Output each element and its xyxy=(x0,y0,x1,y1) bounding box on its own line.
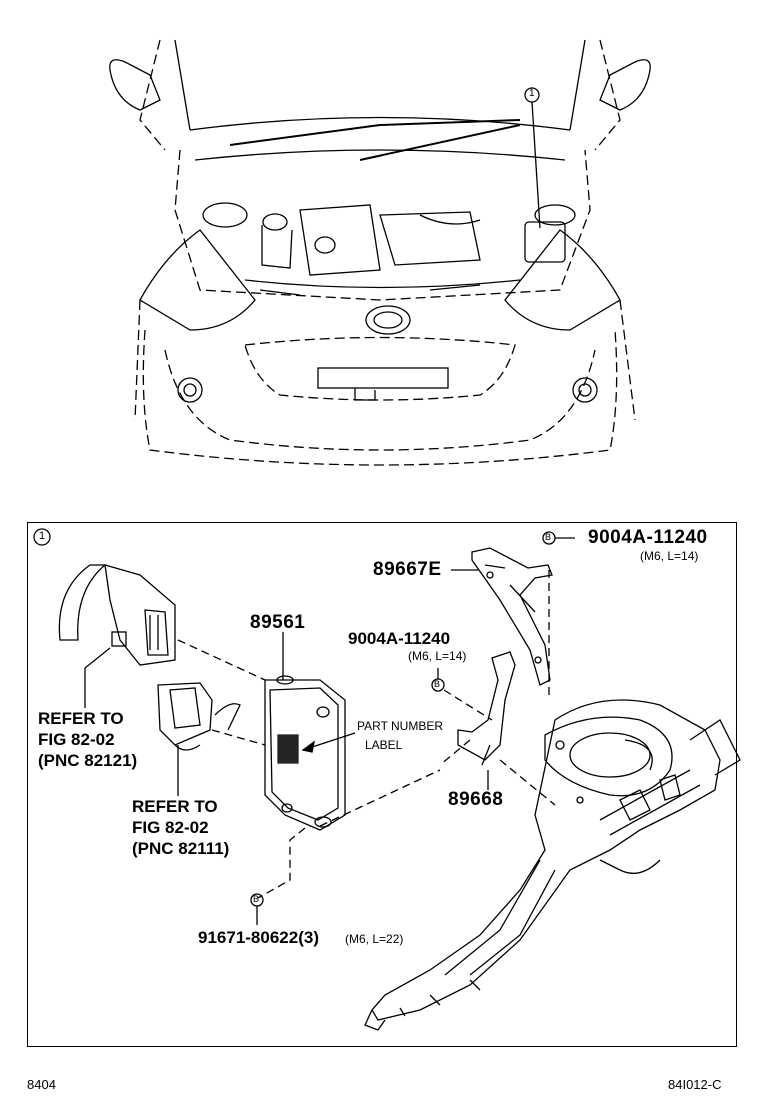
bracket-89668 xyxy=(457,651,516,766)
label-refer1-line3: (PNC 82121) xyxy=(38,751,138,770)
footer-left-code: 8404 xyxy=(27,1077,56,1092)
label-refer2-line1: REFER TO xyxy=(132,797,218,816)
label-bolt-bottom-spec: (M6, L=22) xyxy=(345,932,404,946)
label-refer1-line2: FIG 82-02 xyxy=(38,730,115,749)
bolt-letter-bottom: B xyxy=(253,894,260,904)
label-bolt-bottom-pn: 91671-80622(3) xyxy=(198,928,319,947)
right-headlight xyxy=(504,229,621,331)
detail-marker-circle xyxy=(33,528,51,546)
label-bracket-bottom-pn: 89668 xyxy=(448,789,504,810)
label-bracket-top-pn: 89667E xyxy=(373,559,442,580)
reservoir-right xyxy=(534,204,576,226)
label-part-number-2: LABEL xyxy=(365,738,403,752)
left-mirror xyxy=(109,59,161,111)
label-bolt-mid-spec: (M6, L=14) xyxy=(408,649,467,663)
label-bolt-top-spec: (M6, L=14) xyxy=(640,549,699,563)
detail-box xyxy=(27,522,737,1047)
connector-82111 xyxy=(157,682,241,751)
footer-right-code: 84I012-C xyxy=(668,1077,722,1092)
connector-82121 xyxy=(58,564,176,666)
label-part-number: PART NUMBER xyxy=(357,719,444,733)
label-ecu-pn: 89561 xyxy=(250,612,306,633)
label-bolt-mid-pn: 9004A-11240 xyxy=(348,629,451,648)
vehicle-front-view xyxy=(109,39,651,466)
label-refer1-line1: REFER TO xyxy=(38,709,124,728)
bracket-89667E xyxy=(471,547,553,686)
emblem xyxy=(365,305,411,335)
detail-marker: 1 xyxy=(39,530,46,542)
label-refer2-line3: (PNC 82111) xyxy=(132,839,230,858)
bolt-letter-middle: B xyxy=(434,679,441,689)
callout-marker-top: 1 xyxy=(529,88,535,99)
ecu-location xyxy=(524,221,566,263)
right-mirror xyxy=(599,59,651,111)
ecu-89561 xyxy=(264,675,346,831)
right-fog-lamp xyxy=(572,377,598,403)
left-headlight xyxy=(139,229,256,331)
bolt-letter-top: B xyxy=(545,532,552,542)
body-frame xyxy=(364,699,741,1031)
reservoir-left xyxy=(202,202,248,228)
label-bolt-top-pn: 9004A-11240 xyxy=(588,527,708,548)
label-refer2-line2: FIG 82-02 xyxy=(132,818,209,837)
left-fog-lamp xyxy=(177,377,203,403)
